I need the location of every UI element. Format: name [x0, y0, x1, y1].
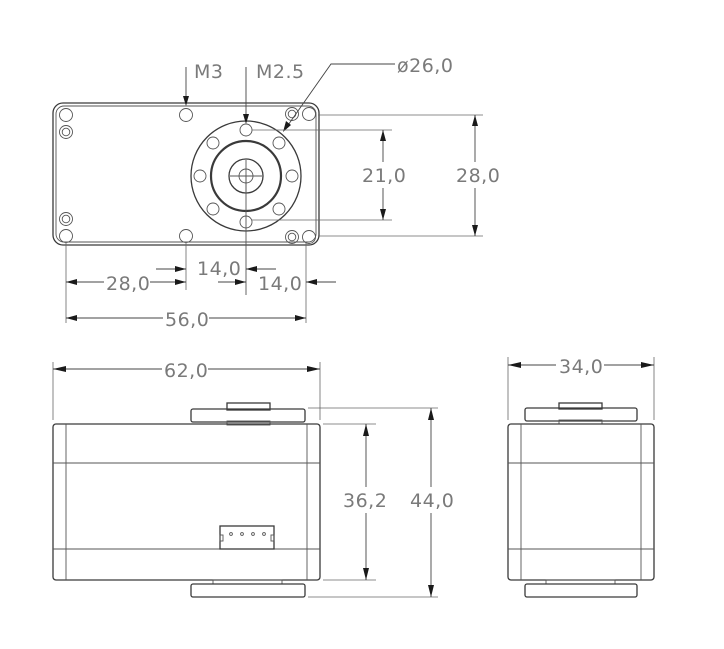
dim-62: 62,0 — [164, 360, 208, 382]
top-view: M3 M2.5 ø26,0 21,0 28,0 — [52, 55, 502, 331]
connector — [219, 525, 275, 550]
dim-56: 56,0 — [165, 309, 209, 331]
front-view: 62,0 36,2 — [52, 357, 458, 598]
dim-14-right: 14,0 — [258, 273, 302, 295]
m3-callout: M3 — [194, 61, 223, 83]
dim-44: 44,0 — [410, 490, 454, 512]
m3-hole-bottom — [179, 229, 193, 243]
dim-21: 21,0 — [362, 165, 406, 187]
dim-34: 34,0 — [559, 356, 603, 378]
m25-callout: M2.5 — [256, 61, 305, 83]
side-view: 34,0 — [507, 353, 655, 598]
dim-14-mid: 14,0 — [197, 258, 241, 280]
top-plate-outline — [52, 102, 320, 246]
dim-36-2: 36,2 — [343, 490, 387, 512]
right-mount-holes — [285, 107, 316, 244]
side-body — [507, 423, 655, 581]
dim-28-horizontal: 28,0 — [106, 273, 150, 295]
left-mount-holes — [59, 108, 73, 243]
front-body — [52, 423, 321, 581]
m3-hole-top — [179, 108, 193, 122]
dim-28-vertical: 28,0 — [456, 165, 500, 187]
diameter-callout: ø26,0 — [397, 55, 453, 77]
